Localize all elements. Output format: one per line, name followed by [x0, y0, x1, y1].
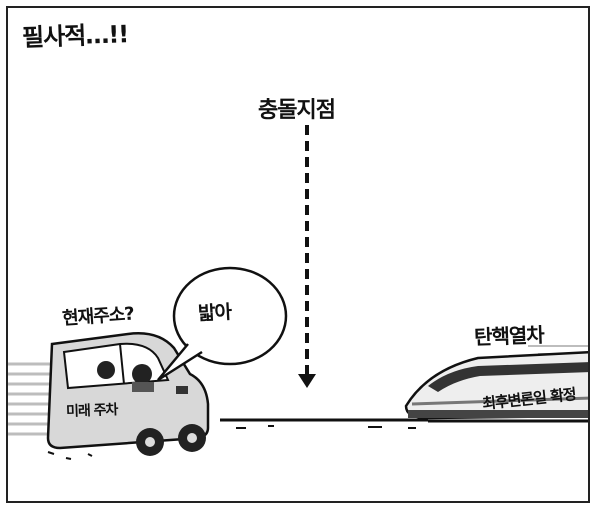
impact-arrow — [298, 125, 316, 388]
train-name: 탄핵열차 — [473, 322, 545, 350]
impact-point-label: 충돌지점 — [258, 98, 336, 123]
cartoon-drawing — [8, 125, 588, 460]
cartoon-title: 필사적…!! — [21, 20, 129, 52]
cartoon-panel: 필사적…!! 충돌지점 현재주소? 밟아 미래 주차 탄핵열차 최후변론일 확정 — [6, 6, 590, 503]
car-door-text: 미래 주차 — [65, 402, 118, 420]
speech-text: 밟아 — [197, 301, 232, 325]
train — [404, 350, 588, 420]
speech-balloon — [157, 266, 288, 382]
driver-head — [97, 361, 115, 379]
road-line — [220, 418, 588, 429]
passenger-head — [132, 364, 152, 384]
car — [46, 332, 210, 460]
car-caption: 현재주소? — [61, 303, 135, 330]
